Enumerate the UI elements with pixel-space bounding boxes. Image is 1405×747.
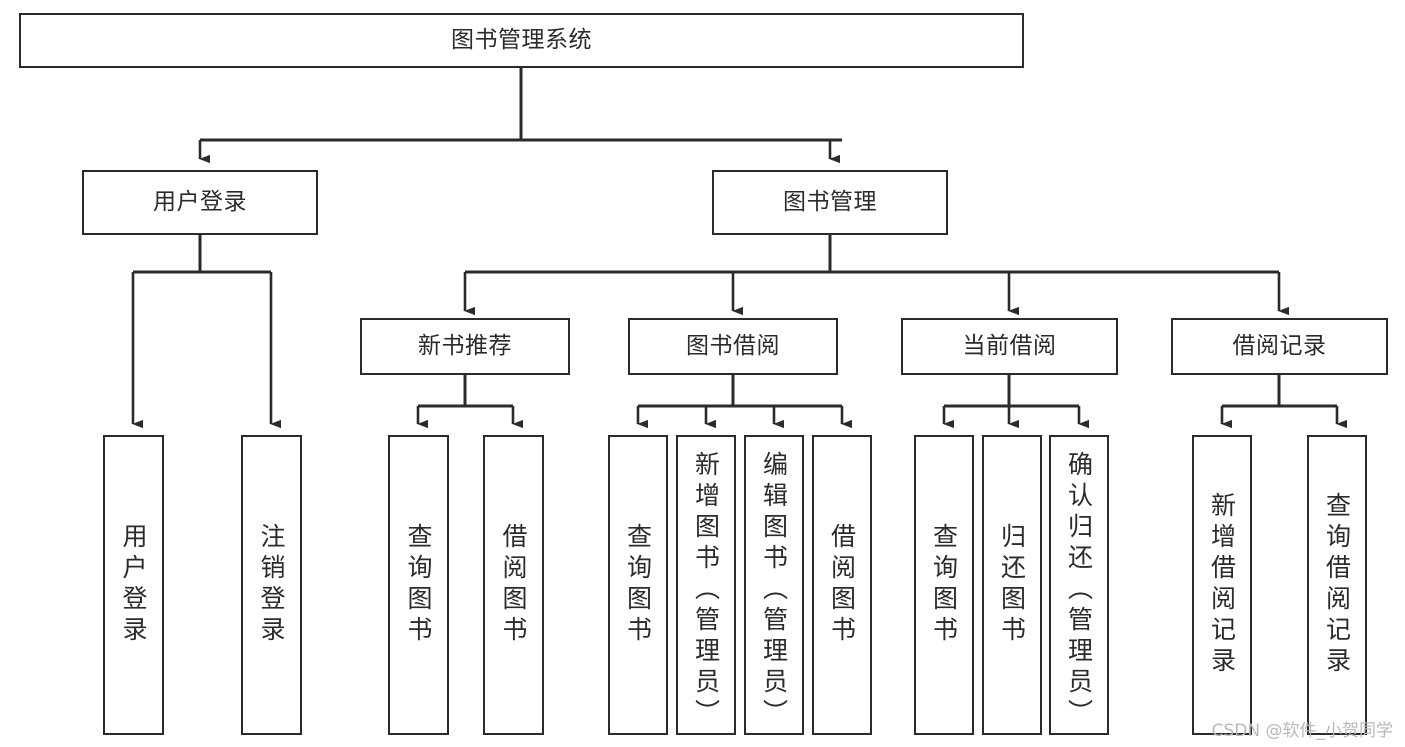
node-leaf-add-borrow-record[interactable]: 新增借阅记录 bbox=[1192, 435, 1252, 735]
node-root-system[interactable]: 图书管理系统 bbox=[19, 13, 1024, 68]
node-book-manage-label: 图书管理 bbox=[783, 188, 877, 215]
node-leaf-edit-book-label: 编辑图书（管理员） bbox=[759, 451, 789, 730]
node-leaf-user-login[interactable]: 用户登录 bbox=[103, 435, 164, 735]
node-book-borrow-label: 图书借阅 bbox=[686, 332, 780, 359]
node-leaf-confirm-return-label: 确认归还（管理员） bbox=[1064, 451, 1094, 730]
node-leaf-query-book-3-label: 查询图书 bbox=[929, 523, 959, 647]
node-leaf-add-book[interactable]: 新增图书（管理员） bbox=[676, 435, 736, 735]
node-leaf-user-logout[interactable]: 注销登录 bbox=[241, 435, 302, 735]
node-leaf-user-logout-label: 注销登录 bbox=[257, 523, 286, 647]
node-leaf-user-login-label: 用户登录 bbox=[119, 523, 148, 647]
node-leaf-borrow-book-2[interactable]: 借阅图书 bbox=[812, 435, 872, 735]
node-leaf-add-borrow-record-label: 新增借阅记录 bbox=[1207, 492, 1237, 678]
node-user-login[interactable]: 用户登录 bbox=[82, 170, 318, 235]
node-book-manage[interactable]: 图书管理 bbox=[712, 170, 948, 235]
node-user-login-label: 用户登录 bbox=[153, 188, 247, 215]
node-borrow-record[interactable]: 借阅记录 bbox=[1171, 318, 1388, 375]
node-borrow-record-label: 借阅记录 bbox=[1232, 332, 1327, 359]
node-new-book-recommend-label: 新书推荐 bbox=[418, 332, 512, 359]
node-leaf-query-book-2-label: 查询图书 bbox=[623, 523, 653, 647]
node-leaf-query-book-1-label: 查询图书 bbox=[404, 523, 433, 647]
node-leaf-query-borrow-record[interactable]: 查询借阅记录 bbox=[1307, 435, 1367, 735]
node-leaf-return-book-label: 归还图书 bbox=[997, 523, 1027, 647]
node-root-system-label: 图书管理系统 bbox=[451, 26, 592, 53]
node-current-borrow[interactable]: 当前借阅 bbox=[901, 318, 1118, 375]
node-leaf-query-book-1[interactable]: 查询图书 bbox=[388, 435, 449, 735]
node-leaf-add-book-label: 新增图书（管理员） bbox=[691, 451, 721, 730]
watermark-credit: CSDN @软件_小贺同学 bbox=[1211, 721, 1393, 741]
node-leaf-query-book-2[interactable]: 查询图书 bbox=[608, 435, 668, 735]
node-leaf-query-book-3[interactable]: 查询图书 bbox=[914, 435, 974, 735]
node-new-book-recommend[interactable]: 新书推荐 bbox=[360, 318, 570, 375]
node-leaf-return-book[interactable]: 归还图书 bbox=[982, 435, 1042, 735]
node-current-borrow-label: 当前借阅 bbox=[962, 332, 1057, 359]
node-leaf-edit-book[interactable]: 编辑图书（管理员） bbox=[744, 435, 804, 735]
node-leaf-confirm-return[interactable]: 确认归还（管理员） bbox=[1049, 435, 1109, 735]
node-book-borrow[interactable]: 图书借阅 bbox=[628, 318, 838, 375]
node-leaf-borrow-book-1-label: 借阅图书 bbox=[499, 523, 528, 647]
node-leaf-borrow-book-2-label: 借阅图书 bbox=[827, 523, 857, 647]
node-leaf-query-borrow-record-label: 查询借阅记录 bbox=[1322, 492, 1352, 678]
node-leaf-borrow-book-1[interactable]: 借阅图书 bbox=[483, 435, 544, 735]
